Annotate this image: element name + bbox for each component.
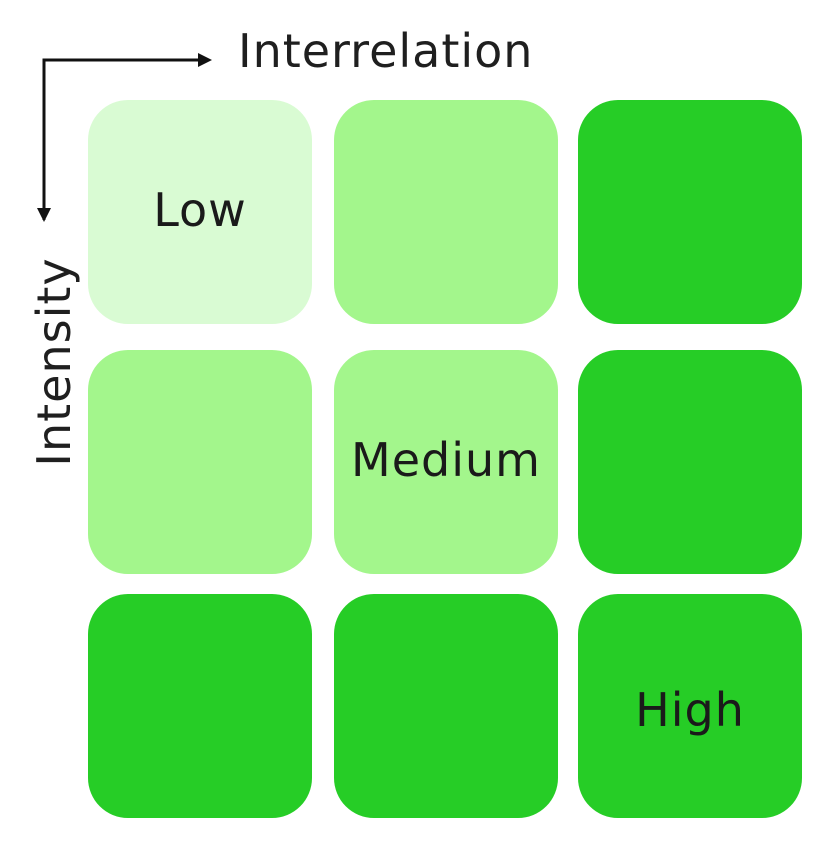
matrix-cell-r1c2 xyxy=(334,100,558,324)
interrelation-arrow-line xyxy=(42,58,202,220)
cell-label-high: High xyxy=(635,683,745,737)
matrix-cell-r2c1 xyxy=(88,350,312,574)
matrix-cell-r2c3 xyxy=(578,350,802,574)
cell-label-low: Low xyxy=(153,183,247,237)
matrix-cell-r3c3: High xyxy=(578,594,802,818)
cell-label-medium: Medium xyxy=(351,433,541,487)
interrelation-arrow-head xyxy=(198,53,212,67)
matrix-cell-r1c1: Low xyxy=(88,100,312,324)
intensity-axis-label: Intensity xyxy=(27,257,81,467)
matrix-cell-r2c2: Medium xyxy=(334,350,558,574)
matrix-cell-r3c2 xyxy=(334,594,558,818)
matrix-cell-r1c3 xyxy=(578,100,802,324)
intensity-arrow-head xyxy=(37,208,51,222)
interrelation-axis-label: Interrelation xyxy=(238,24,534,78)
matrix-cell-r3c1 xyxy=(88,594,312,818)
